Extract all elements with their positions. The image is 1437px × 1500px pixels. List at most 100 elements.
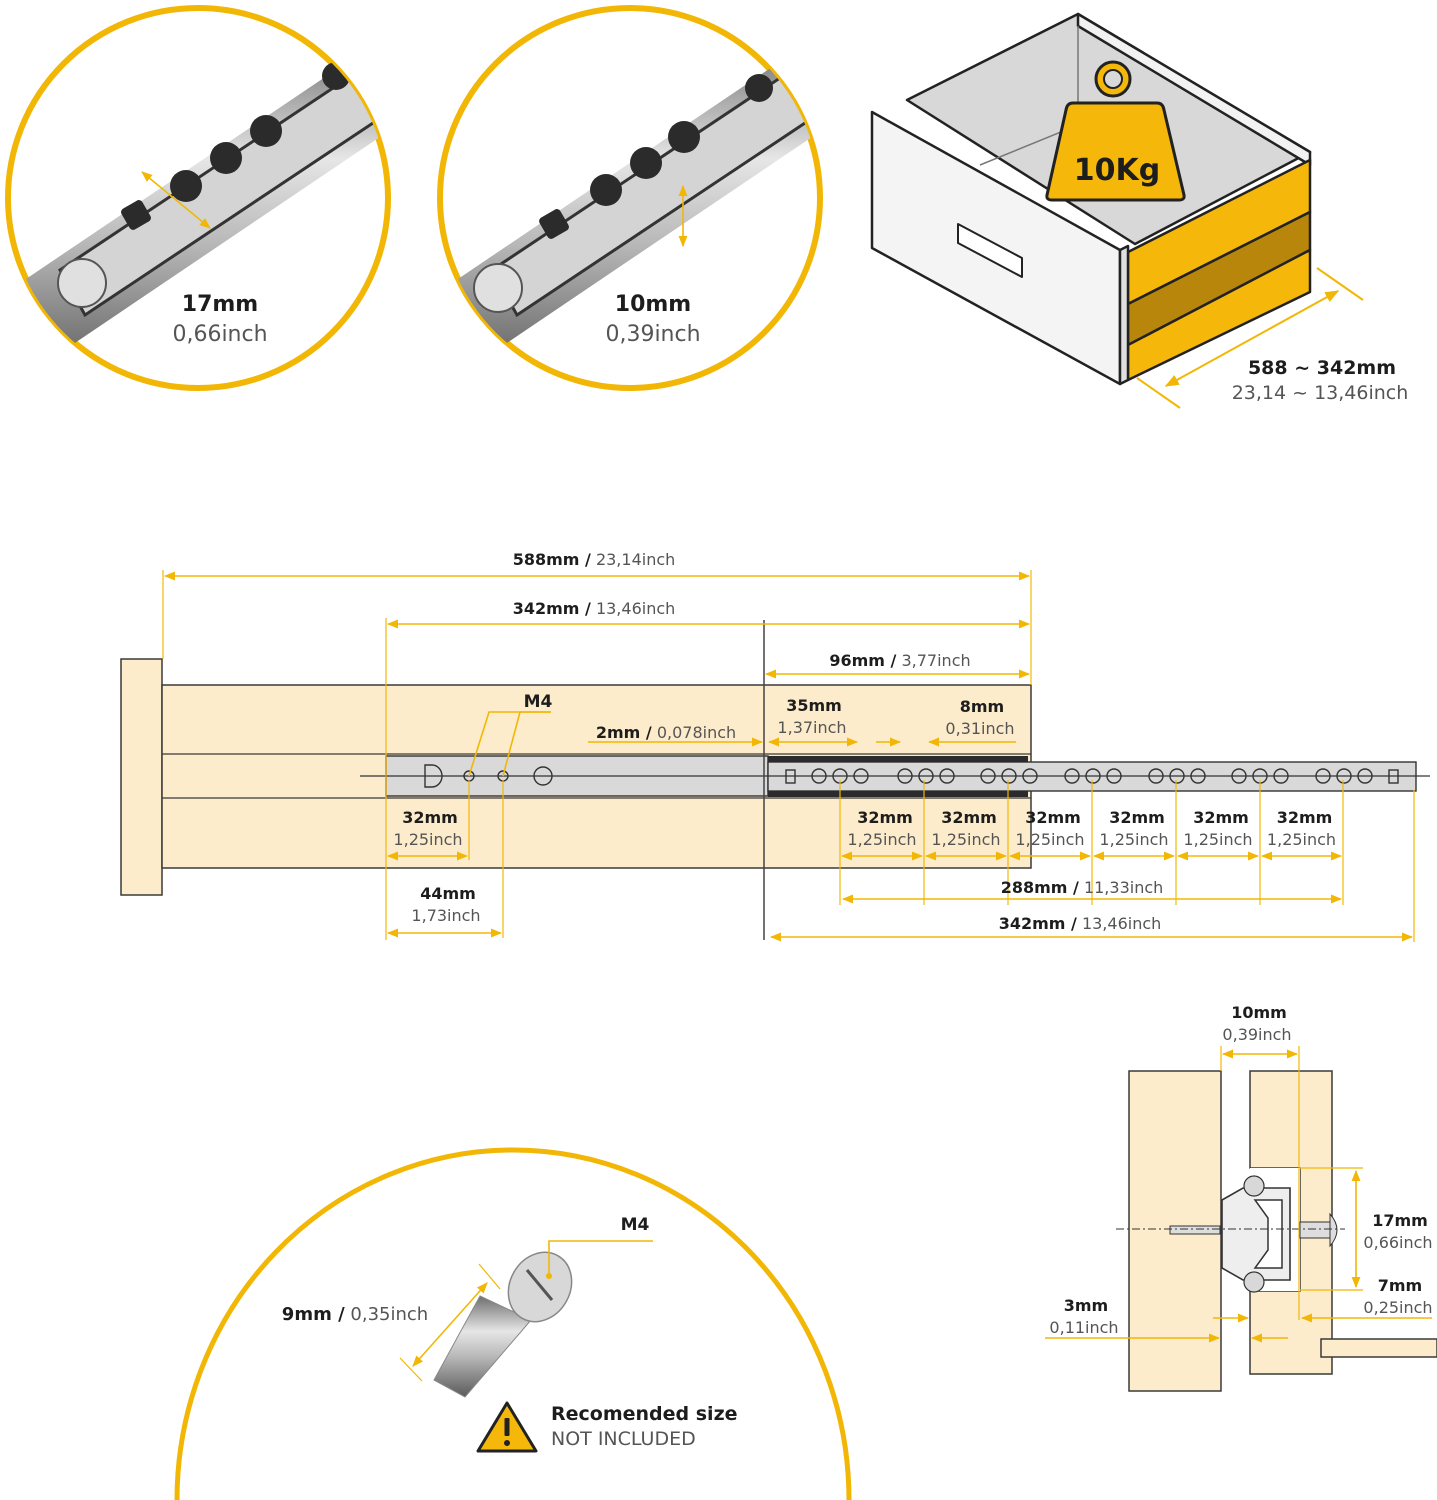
overall-inch: 23,14inch — [591, 550, 675, 569]
m4-leader — [548, 1240, 653, 1276]
height-arrow — [141, 171, 211, 229]
pitch-inch: 1,25inch — [1015, 830, 1084, 849]
pitch-mm: 32mm — [1193, 808, 1249, 827]
rail-hole — [853, 768, 869, 784]
pitch-inch: 1,25inch — [1267, 830, 1336, 849]
rail-thickness-mm: 10mm — [615, 292, 691, 317]
inset-mm: 7mm — [1378, 1276, 1422, 1295]
clearance-inch: 0,39inch — [1222, 1025, 1291, 1044]
warning-note: NOT INCLUDED — [551, 1428, 696, 1450]
pitch-mm: 32mm — [941, 808, 997, 827]
span-288-mm: 288mm / — [1001, 878, 1079, 897]
rail-hole — [1273, 768, 1289, 784]
rail-hole — [1357, 768, 1373, 784]
offset-35-inch: 1,37inch — [777, 718, 846, 737]
gap-mm: 3mm — [1064, 1296, 1108, 1315]
height-inch: 0,66inch — [1363, 1233, 1432, 1252]
drawer-length-mm: 588 ~ 342mm — [1248, 357, 1396, 379]
pitch-mm: 32mm — [1109, 808, 1165, 827]
hole-pitch-dimensions: 32mm 1,25inch 32mm 1,25inch 32mm 1,25inch 32mm… — [839, 780, 1344, 905]
pitch-mm: 32mm — [1025, 808, 1081, 827]
screw-length-inch: 0,35inch — [345, 1304, 429, 1325]
rail-hole — [1336, 768, 1352, 784]
side-view-diagram: 588mm / 23,14inch 342mm / 13,46inch 96mm… — [120, 550, 1430, 942]
svg-text:96mm / 3,77inch: 96mm / 3,77inch — [829, 651, 970, 670]
clearance-mm: 10mm — [1231, 1003, 1287, 1022]
span-288-inch: 11,33inch — [1079, 878, 1163, 897]
front-span-mm: 96mm / — [829, 651, 896, 670]
rail-height-mm: 17mm — [182, 292, 258, 317]
warning-title: Recomended size — [551, 1403, 738, 1425]
overall-mm: 588mm / — [513, 550, 591, 569]
rail-hole — [1085, 768, 1101, 784]
gap-inch: 0,11inch — [1049, 1318, 1118, 1337]
screw-length-mm: 9mm / — [282, 1304, 345, 1325]
pitch-inch: 1,25inch — [1183, 830, 1252, 849]
offset-35-mm: 35mm — [786, 696, 842, 715]
rail-hole — [1190, 768, 1206, 784]
rail-hole — [897, 768, 913, 784]
rail-height-inch: 0,66inch — [172, 322, 267, 347]
closed-inch: 13,46inch — [591, 599, 675, 618]
load-capacity: 10Kg — [1074, 153, 1160, 188]
pitch-mm: 32mm — [857, 808, 913, 827]
drawer-length-dimension — [1136, 267, 1364, 409]
rail-hole — [1064, 768, 1080, 784]
svg-text:288mm / 11,33inch: 288mm / 11,33inch — [1001, 878, 1164, 897]
ball-bearing-icon — [1243, 1175, 1265, 1197]
offset-8-inch: 0,31inch — [945, 719, 1014, 738]
inset-inch: 0,25inch — [1363, 1298, 1432, 1317]
rail-hole — [1148, 768, 1164, 784]
left-44-mm: 44mm — [420, 884, 476, 903]
machine-screw-icon — [1299, 1221, 1331, 1239]
pitch-inch: 1,25inch — [931, 830, 1000, 849]
rail-hole — [1315, 768, 1331, 784]
left-32-inch: 1,25inch — [393, 830, 462, 849]
pitch-mm: 32mm — [1277, 808, 1333, 827]
closed-mm: 342mm / — [513, 599, 591, 618]
rail-hole — [1169, 768, 1185, 784]
extended-inch: 13,46inch — [1077, 914, 1161, 933]
rail-hole — [918, 768, 934, 784]
front-span-inch: 3,77inch — [896, 651, 970, 670]
mounting-holes — [811, 768, 1373, 784]
svg-text:2mm / 0,078inch: 2mm / 0,078inch — [596, 723, 736, 742]
rail-thickness-inch: 0,39inch — [605, 322, 700, 347]
screw-detail: M4 9mm / 0,35inch Recomended size NOT IN… — [174, 1147, 852, 1500]
gap-mm: 2mm / — [596, 723, 652, 742]
ball-bearing-icon — [1243, 1271, 1265, 1293]
svg-text:342mm / 13,46inch: 342mm / 13,46inch — [999, 914, 1162, 933]
pitch-inch: 1,25inch — [1099, 830, 1168, 849]
screw-m4-label: M4 — [621, 1215, 650, 1235]
m4-label: M4 — [524, 692, 553, 712]
left-32-mm: 32mm — [402, 808, 458, 827]
height-mm: 17mm — [1372, 1211, 1428, 1230]
offset-8-mm: 8mm — [960, 697, 1004, 716]
left-44-inch: 1,73inch — [411, 906, 480, 925]
weight-icon: 10Kg — [1045, 60, 1186, 202]
gap-inch: 0,078inch — [652, 723, 736, 742]
rail-thickness-detail: 10mm 0,39inch — [437, 5, 823, 391]
drawer-handle-slot — [957, 223, 1023, 278]
rail-hole — [1106, 768, 1122, 784]
svg-text:588mm / 23,14inch: 588mm / 23,14inch — [513, 550, 676, 569]
rail-hole — [1231, 768, 1247, 784]
svg-text:9mm / 0,35inch: 9mm / 0,35inch — [282, 1304, 428, 1325]
cross-section-diagram: 10mm 0,39inch 17mm 0,66inch 7mm 0,25inch… — [1045, 1003, 1437, 1392]
wood-screw-icon — [1169, 1225, 1221, 1235]
rail-hole — [980, 768, 996, 784]
drawer-bottom — [1320, 1338, 1437, 1358]
warning-icon — [476, 1401, 538, 1453]
extended-mm: 342mm / — [999, 914, 1077, 933]
front-panel — [120, 658, 163, 896]
svg-text:342mm / 13,46inch: 342mm / 13,46inch — [513, 599, 676, 618]
drawer-illustration: 10Kg 588 ~ 342mm 23,14 ~ 13,46inch — [870, 12, 1409, 409]
pitch-inch: 1,25inch — [847, 830, 916, 849]
rail-height-detail: 17mm 0,66inch — [5, 5, 391, 391]
rail-hole — [1022, 768, 1038, 784]
rail-photo — [440, 40, 820, 380]
rail-hole — [939, 768, 955, 784]
drawer-length-inch: 23,14 ~ 13,46inch — [1232, 382, 1409, 404]
rail-hole — [1001, 768, 1017, 784]
